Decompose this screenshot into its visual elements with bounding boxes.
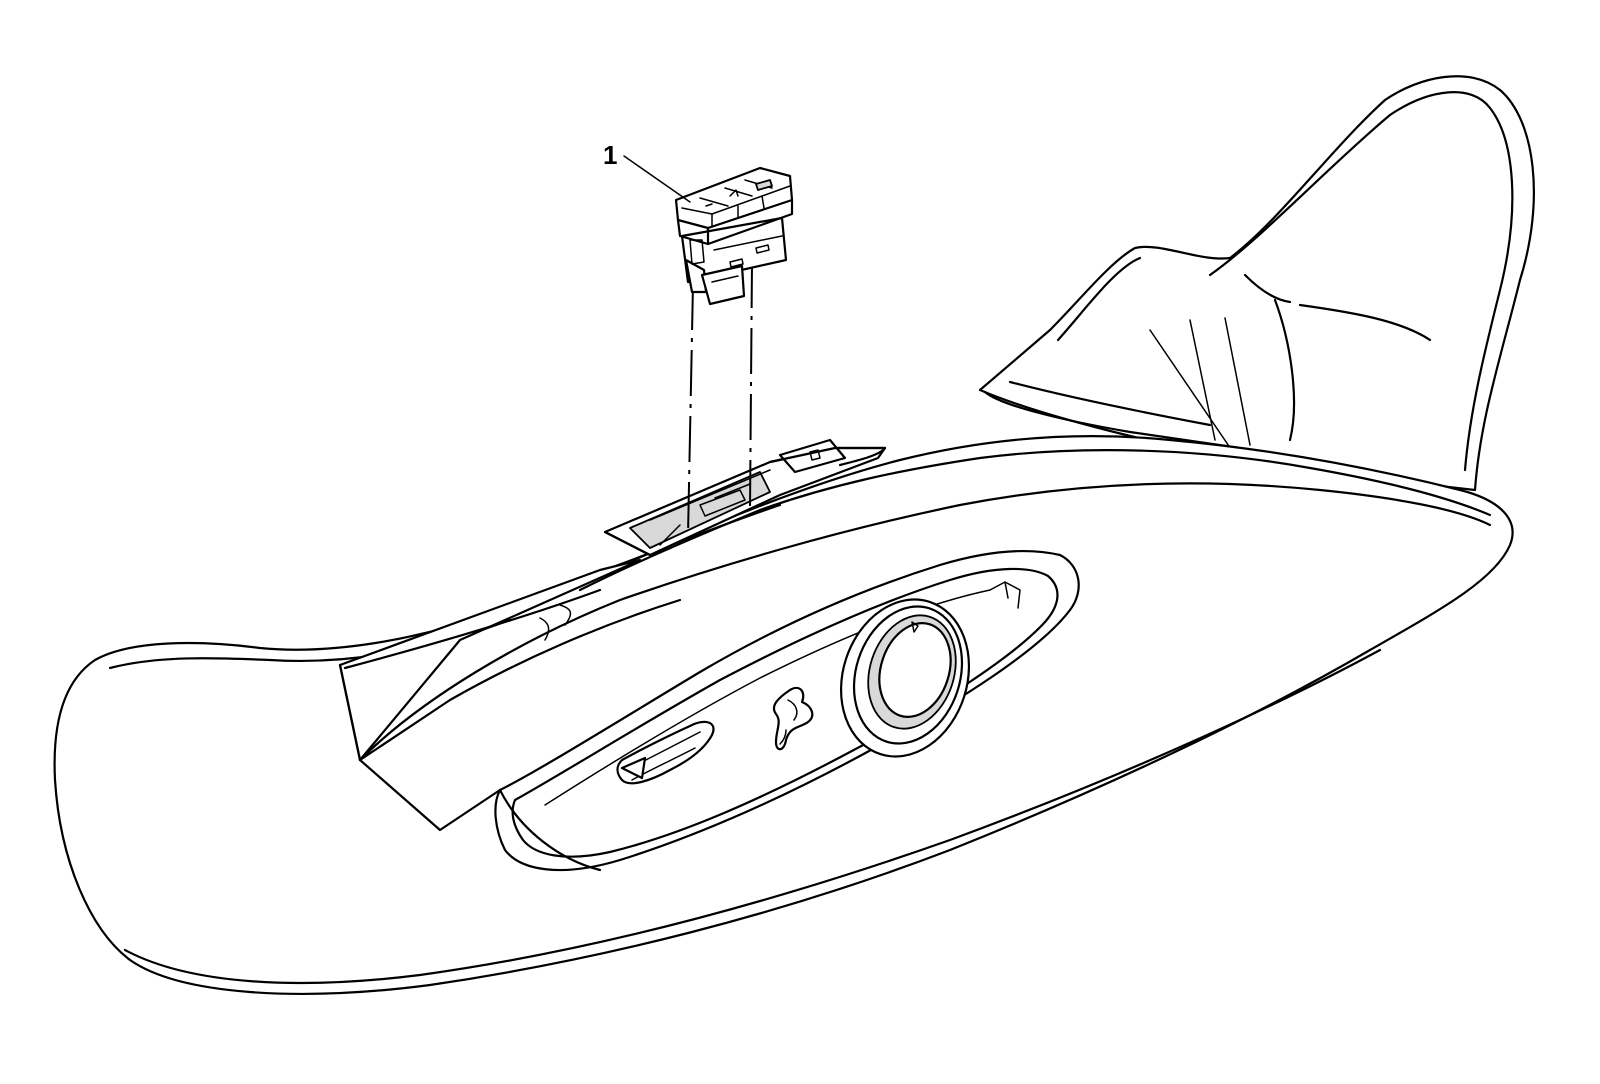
leader-line: [623, 155, 691, 203]
callout-number: 1: [603, 140, 617, 170]
seat-back-trim: [978, 75, 1535, 492]
callout-1: 1: [603, 140, 691, 203]
seat-adjuster-switch-assembly: [674, 166, 794, 306]
lumbar-knob: [839, 598, 971, 758]
alignment-lines: [687, 261, 753, 536]
horizontal-adjuster-switch: [616, 720, 715, 785]
recline-switch: [772, 686, 814, 751]
switch-opening: [603, 438, 887, 557]
